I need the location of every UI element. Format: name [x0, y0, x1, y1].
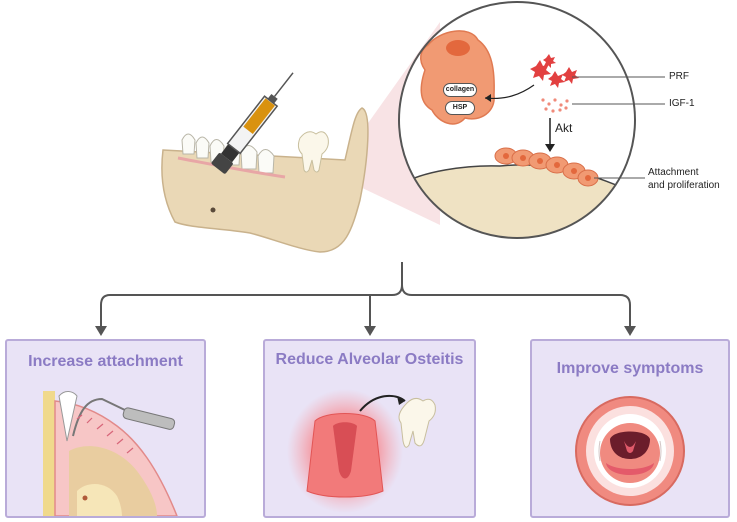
hsp-badge: HSP — [445, 101, 475, 115]
gum-probe-illustration — [43, 391, 178, 516]
mental-foramen — [210, 207, 216, 213]
outcome-title: Reduce Alveolar Osteitis — [275, 351, 464, 368]
attachment-label-line2: and proliferation — [648, 180, 720, 191]
cell-nucleus — [446, 40, 470, 56]
mandible-illustration — [161, 107, 369, 253]
branch-connector — [100, 262, 631, 328]
outcome-box-symptoms: Improve symptoms — [530, 339, 730, 518]
arrow-head-1 — [95, 326, 107, 336]
outcome-box-attachment: Increase attachment — [5, 339, 206, 518]
prf-label: PRF — [669, 71, 689, 82]
prf-platelets — [530, 54, 579, 88]
outcome-title: Improve symptoms — [556, 360, 704, 377]
syringe-illustration — [211, 72, 294, 174]
arrow-head-2 — [364, 326, 376, 336]
outcome-box-osteitis: Reduce Alveolar Osteitis — [263, 339, 476, 518]
arrow-head-3 — [624, 326, 636, 336]
fibroblast-cell — [420, 30, 495, 125]
collagen-badge: collagen — [443, 83, 477, 97]
igf-dots — [541, 98, 569, 113]
socket-illustration — [287, 389, 436, 513]
akt-label: Akt — [555, 121, 573, 135]
outcome-title: Increase attachment — [28, 353, 183, 370]
attachment-label-line1: Attachment — [648, 167, 699, 178]
open-mouth-illustration — [575, 396, 685, 506]
igf-label: IGF-1 — [669, 98, 695, 109]
extracted-tooth-illustration — [297, 131, 329, 173]
